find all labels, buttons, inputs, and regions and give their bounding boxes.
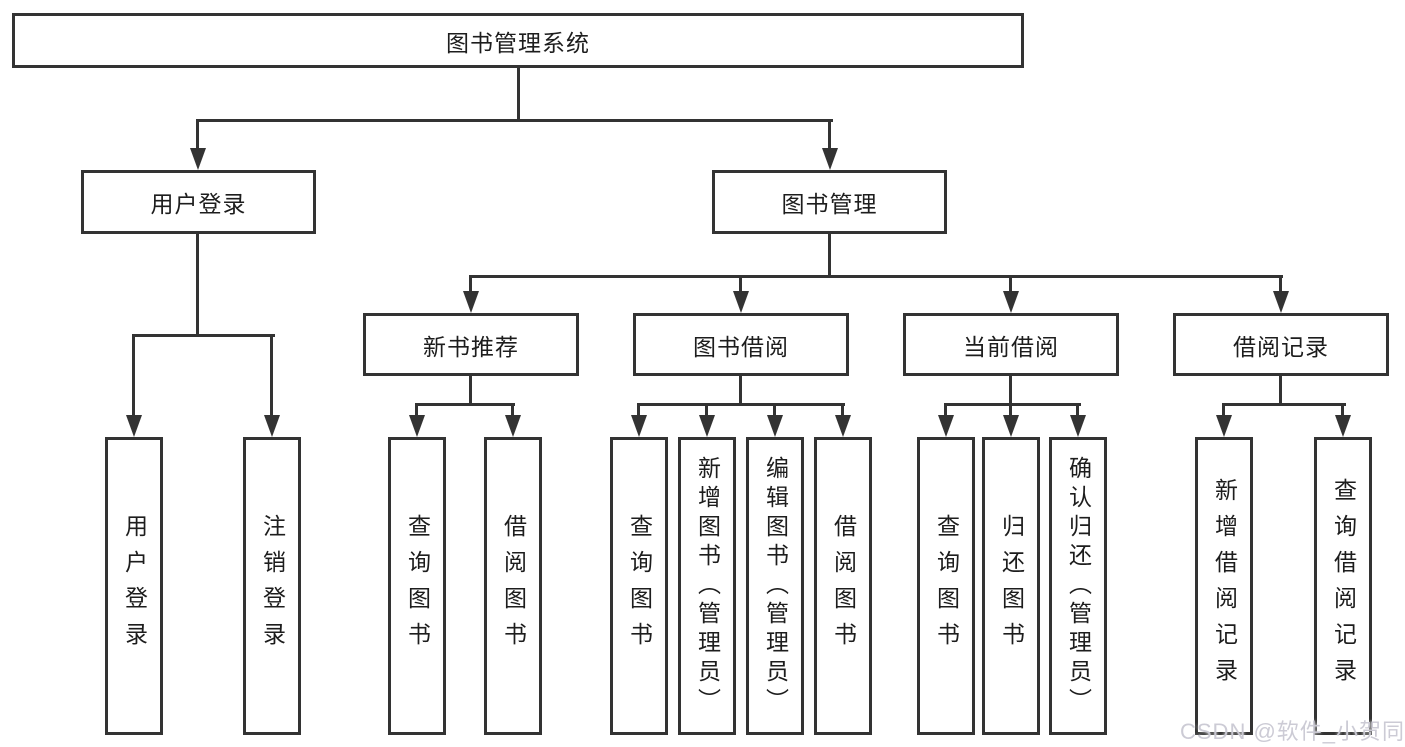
arrow-down-icon [1273,291,1289,313]
arrow-down-icon [1216,415,1232,437]
connector-line [705,403,708,416]
node-book-borrow-label: 图书借阅 [693,333,789,360]
leaf-user-login-label: 用户登录 [121,514,148,658]
leaf-logout-label: 注销登录 [259,514,286,658]
leaf-query-borrow-record-label: 查询借阅记录 [1330,478,1357,694]
connector-line [773,403,776,416]
connector-line [739,374,742,406]
node-new-book-recommend: 新书推荐 [363,313,579,376]
connector-line [637,403,845,406]
connector-line [1076,403,1079,416]
node-root: 图书管理系统 [12,13,1024,68]
arrow-down-icon [1003,291,1019,313]
arrow-down-icon [409,415,425,437]
leaf-borrow-books-recommend: 借阅图书 [484,437,542,735]
node-user-login: 用户登录 [81,170,316,234]
leaf-logout: 注销登录 [243,437,301,735]
connector-line [637,403,640,416]
leaf-add-borrow-record: 新增借阅记录 [1195,437,1253,735]
node-borrow-records-label: 借阅记录 [1233,333,1329,360]
leaf-query-books-current: 查询图书 [917,437,975,735]
arrow-down-icon [631,415,647,437]
leaf-edit-book-admin-label: 编辑图书（管理员） [762,455,789,717]
connector-line [1009,403,1012,416]
node-user-login-label: 用户登录 [150,191,247,217]
csdn-watermark: CSDN @软件_小贺同学 [1180,719,1405,744]
connector-line [132,334,275,337]
connector-line [469,275,472,293]
arrow-down-icon [767,415,783,437]
leaf-confirm-return-admin: 确认归还（管理员） [1049,437,1107,735]
node-book-management: 图书管理 [712,170,947,234]
arrow-down-icon [1003,415,1019,437]
connector-line [739,275,742,293]
leaf-query-books-borrow: 查询图书 [610,437,668,735]
connector-line [944,403,947,416]
node-borrow-records: 借阅记录 [1173,313,1389,376]
connector-line [1279,374,1282,406]
leaf-query-books-current-label: 查询图书 [933,514,960,658]
node-current-borrow: 当前借阅 [903,313,1119,376]
connector-line [196,119,833,122]
arrow-down-icon [1335,415,1351,437]
connector-line [1009,275,1012,293]
leaf-edit-book-admin: 编辑图书（管理员） [746,437,804,735]
leaf-user-login: 用户登录 [105,437,163,735]
connector-line [1222,403,1225,416]
arrow-down-icon [1070,415,1086,437]
leaf-return-books: 归还图书 [982,437,1040,735]
connector-line [1279,275,1282,293]
arrow-down-icon [938,415,954,437]
leaf-add-book-admin-label: 新增图书（管理员） [694,455,721,717]
connector-line [1009,374,1012,406]
connector-line [270,334,273,416]
leaf-confirm-return-admin-label: 确认归还（管理员） [1065,455,1092,717]
leaf-borrow-books-recommend-label: 借阅图书 [500,514,527,658]
arrow-down-icon [733,291,749,313]
leaf-borrow-books-label: 借阅图书 [830,514,857,658]
arrow-down-icon [822,148,838,170]
connector-line [415,403,418,416]
leaf-query-books-borrow-label: 查询图书 [626,514,653,658]
connector-line [517,68,520,122]
connector-line [469,275,1283,278]
node-root-label: 图书管理系统 [446,29,590,56]
leaf-query-borrow-record: 查询借阅记录 [1314,437,1372,735]
connector-line [196,234,199,336]
leaf-query-books-recommend-label: 查询图书 [404,514,431,658]
leaf-add-book-admin: 新增图书（管理员） [678,437,736,735]
leaf-return-books-label: 归还图书 [998,514,1025,658]
connector-line [415,403,515,406]
connector-line [132,334,135,416]
arrow-down-icon [126,415,142,437]
node-new-book-recommend-label: 新书推荐 [423,333,519,360]
arrow-down-icon [835,415,851,437]
leaf-borrow-books: 借阅图书 [814,437,872,735]
connector-line [469,374,472,406]
connector-line [828,234,831,278]
leaf-add-borrow-record-label: 新增借阅记录 [1211,478,1238,694]
node-book-borrow: 图书借阅 [633,313,849,376]
arrow-down-icon [699,415,715,437]
connector-line [828,119,831,150]
connector-line [1341,403,1344,416]
connector-line [841,403,844,416]
node-current-borrow-label: 当前借阅 [963,333,1059,360]
arrow-down-icon [190,148,206,170]
connector-line [511,403,514,416]
arrow-down-icon [264,415,280,437]
connector-line [1222,403,1346,406]
connector-line [944,403,1081,406]
arrow-down-icon [505,415,521,437]
node-book-management-label: 图书管理 [781,191,878,217]
leaf-query-books-recommend: 查询图书 [388,437,446,735]
connector-line [196,119,199,150]
arrow-down-icon [463,291,479,313]
